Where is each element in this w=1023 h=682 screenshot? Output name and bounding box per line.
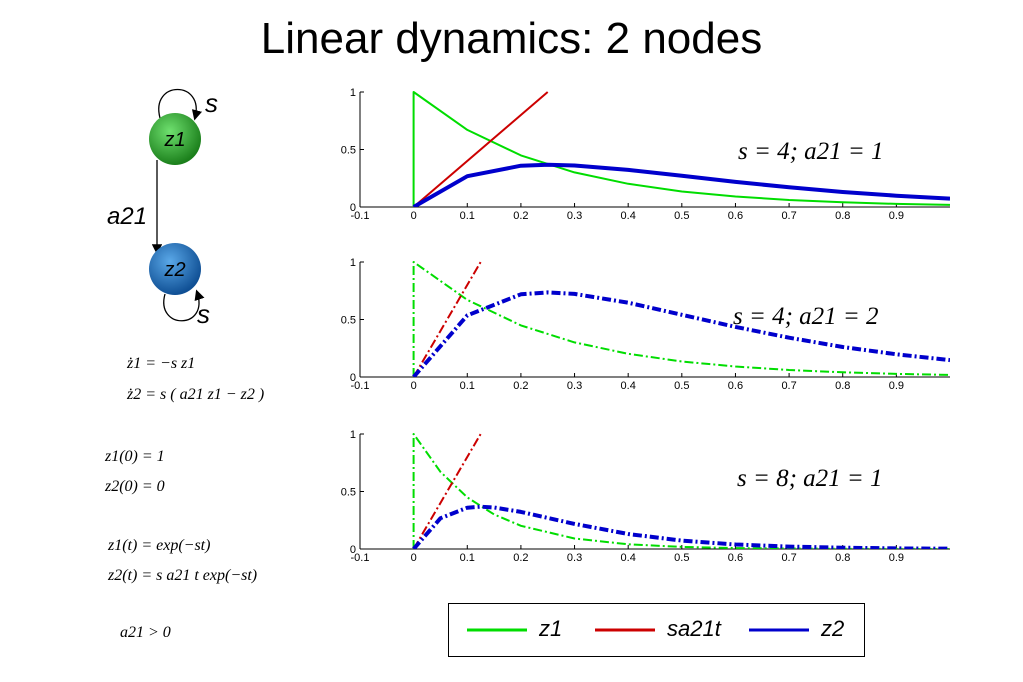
- x-tick-label: 0.4: [621, 380, 636, 392]
- node2-label: z2: [163, 259, 185, 281]
- x-tick-label: 0.8: [835, 380, 850, 392]
- ode-z2: ż2 = s ( a21 z1 − z2 ): [127, 386, 265, 403]
- edge-label: a21: [107, 203, 147, 230]
- solution-z1: z1(t) = exp(−st): [108, 537, 211, 554]
- self-loop-bottom-label: s: [197, 299, 210, 329]
- x-tick-label: 0.1: [460, 380, 475, 392]
- y-tick-label: 1: [350, 87, 356, 99]
- x-tick-label: -0.1: [351, 210, 370, 222]
- x-tick-label: -0.1: [351, 552, 370, 564]
- x-tick-label: 0: [411, 552, 417, 564]
- series-sa21t: [412, 432, 483, 549]
- x-tick-label: 0.3: [567, 210, 582, 222]
- x-tick-label: 0.7: [781, 210, 796, 222]
- x-tick-label: 0.6: [728, 380, 743, 392]
- x-tick-label: 0.8: [835, 552, 850, 564]
- legend-label-z1: z1: [538, 616, 562, 641]
- x-tick-label: 0.2: [513, 210, 528, 222]
- x-tick-label: 0.2: [513, 552, 528, 564]
- x-tick-label: -0.1: [351, 380, 370, 392]
- series-z2: [412, 162, 950, 207]
- x-tick-label: 0.3: [567, 552, 582, 564]
- x-tick-label: 0.3: [567, 380, 582, 392]
- x-tick-label: 0.9: [889, 552, 904, 564]
- legend-label-sa21t: sa21t: [667, 616, 722, 641]
- legend-label-z2: z2: [820, 616, 844, 641]
- x-tick-label: 0.9: [889, 380, 904, 392]
- y-tick-label: 0.5: [341, 315, 356, 327]
- x-tick-label: 0.5: [674, 552, 689, 564]
- node-z1: [149, 113, 201, 165]
- y-tick-label: 1: [350, 257, 356, 269]
- self-loop-top-label: s: [205, 88, 218, 118]
- series-sa21t: [412, 260, 483, 377]
- self-loop-bottom: [163, 289, 205, 322]
- y-tick-label: 0: [350, 544, 356, 556]
- ode-z1: ż1 = −s z1: [127, 355, 196, 372]
- series-z1: [412, 433, 950, 549]
- x-tick-label: 0.6: [728, 552, 743, 564]
- node-diagram: z1 z2 s s a21: [107, 88, 218, 329]
- series-sa21t: [412, 91, 549, 207]
- x-tick-label: 0.2: [513, 380, 528, 392]
- x-tick-label: 0.4: [621, 210, 636, 222]
- param-label-2: s = 4; a21 = 2: [733, 303, 879, 330]
- slide-title: Linear dynamics: 2 nodes: [260, 14, 763, 63]
- y-tick-label: 0: [350, 372, 356, 384]
- x-tick-label: 0.7: [781, 552, 796, 564]
- x-tick-label: 0.8: [835, 210, 850, 222]
- y-tick-label: 0.5: [341, 487, 356, 499]
- init-z1: z1(0) = 1: [105, 448, 165, 465]
- x-tick-label: 0: [411, 210, 417, 222]
- legend: z1 sa21t z2: [448, 603, 865, 657]
- x-tick-label: 0.6: [728, 210, 743, 222]
- series-z2: [412, 504, 950, 549]
- series-z2: [412, 290, 950, 377]
- param-label-1: s = 4; a21 = 1: [738, 138, 884, 165]
- x-tick-label: 0: [411, 380, 417, 392]
- x-tick-label: 0.4: [621, 552, 636, 564]
- x-tick-label: 0.5: [674, 210, 689, 222]
- init-z2: z2(0) = 0: [105, 478, 165, 495]
- node-z2: [149, 243, 201, 295]
- param-label-3: s = 8; a21 = 1: [737, 465, 883, 492]
- y-tick-label: 0.5: [341, 145, 356, 157]
- node1-label: z1: [163, 129, 185, 151]
- x-tick-label: 0.1: [460, 552, 475, 564]
- solution-z2: z2(t) = s a21 t exp(−st): [108, 567, 258, 584]
- x-tick-label: 0.7: [781, 380, 796, 392]
- x-tick-label: 0.1: [460, 210, 475, 222]
- series-z1: [412, 91, 950, 207]
- constraint: a21 > 0: [120, 624, 171, 641]
- x-tick-label: 0.9: [889, 210, 904, 222]
- y-tick-label: 0: [350, 202, 356, 214]
- series-z1: [412, 261, 950, 377]
- x-tick-label: 0.5: [674, 380, 689, 392]
- self-loop-top: [158, 88, 203, 121]
- y-tick-label: 1: [350, 429, 356, 441]
